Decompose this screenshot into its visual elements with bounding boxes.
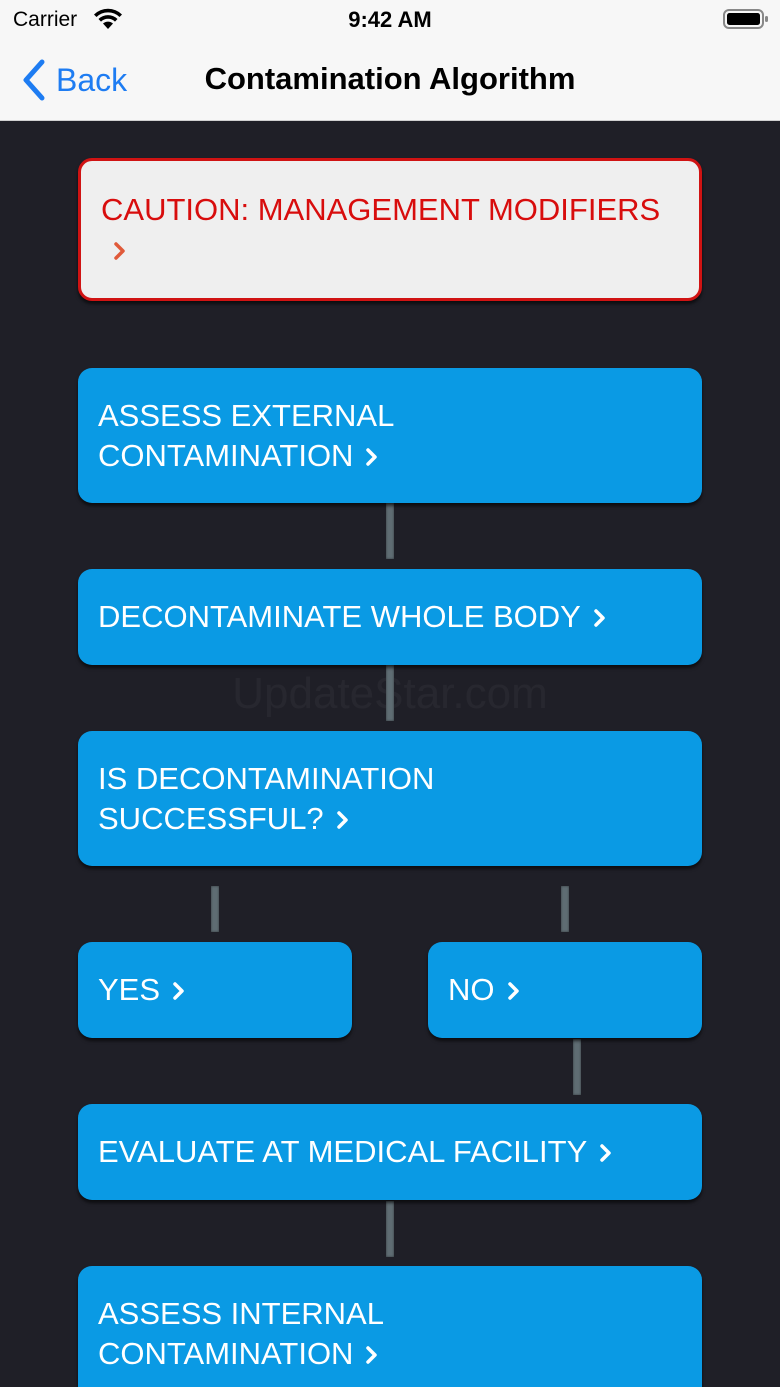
caution-label: CAUTION: MANAGEMENT MODIFIERS — [101, 190, 679, 270]
connector-line — [386, 503, 394, 559]
caution-management-modifiers-button[interactable]: CAUTION: MANAGEMENT MODIFIERS — [78, 158, 702, 301]
assess-external-label: ASSESS EXTERNAL CONTAMINATION — [98, 397, 394, 473]
is-successful-label: IS DECONTAMINATION SUCCESSFUL? — [98, 760, 435, 836]
chevron-right-icon — [173, 982, 184, 1000]
chevron-right-icon — [366, 447, 378, 466]
yes-button[interactable]: YES — [78, 942, 352, 1038]
carrier-label: Carrier — [13, 8, 78, 31]
decontaminate-label: DECONTAMINATE WHOLE BODY — [98, 597, 607, 637]
connector-line — [386, 665, 394, 721]
yes-label: YES — [98, 970, 186, 1010]
is-decontamination-successful-button[interactable]: IS DECONTAMINATION SUCCESSFUL? — [78, 731, 702, 866]
chevron-right-icon — [336, 810, 348, 829]
chevron-right-icon — [600, 1144, 611, 1162]
connector-line — [211, 886, 219, 932]
chevron-right-icon — [366, 1345, 378, 1364]
assess-external-contamination-button[interactable]: ASSESS EXTERNAL CONTAMINATION — [78, 368, 702, 503]
connector-line — [573, 1039, 581, 1095]
evaluate-label: EVALUATE AT MEDICAL FACILITY — [98, 1132, 613, 1172]
back-label: Back — [56, 61, 128, 98]
connector-line — [561, 886, 569, 932]
wifi-icon — [94, 8, 122, 29]
no-label: NO — [448, 970, 521, 1010]
navigation-bar: Carrier 9:42 AM Back Contamination Algor… — [0, 0, 780, 121]
back-button[interactable]: Back — [20, 56, 127, 104]
status-time: 9:42 AM — [348, 7, 432, 32]
decontaminate-whole-body-button[interactable]: DECONTAMINATE WHOLE BODY — [78, 569, 702, 665]
evaluate-at-medical-facility-button[interactable]: EVALUATE AT MEDICAL FACILITY — [78, 1104, 702, 1200]
chevron-right-icon — [594, 609, 605, 627]
page-title: Contamination Algorithm — [204, 61, 576, 96]
connector-line — [386, 1201, 394, 1257]
chevron-right-icon — [114, 241, 125, 260]
algorithm-flowchart: UpdateStar.com CAUTION: MANAGEMENT MODIF… — [0, 121, 780, 1387]
no-button[interactable]: NO — [428, 942, 702, 1038]
battery-icon — [723, 9, 768, 29]
assess-internal-contamination-button[interactable]: ASSESS INTERNAL CONTAMINATION — [78, 1266, 702, 1387]
chevron-left-icon — [23, 59, 45, 101]
chevron-right-icon — [507, 982, 519, 1000]
assess-internal-label: ASSESS INTERNAL CONTAMINATION — [98, 1295, 383, 1371]
